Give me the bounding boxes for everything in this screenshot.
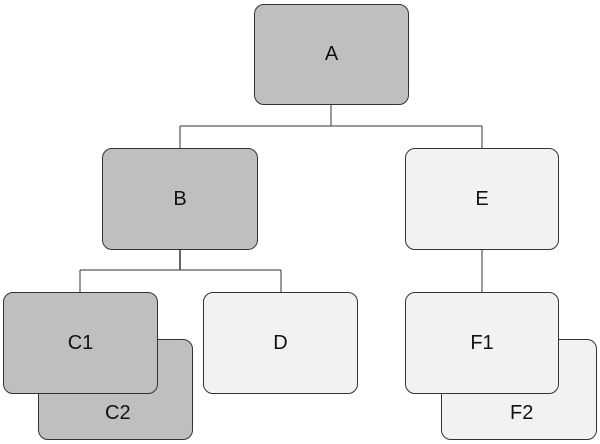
node-c1: C1	[3, 292, 158, 394]
node-a: A	[254, 4, 409, 105]
node-c2-label: C2	[105, 402, 131, 424]
node-d-label: D	[273, 331, 288, 354]
node-e-label: E	[475, 187, 489, 210]
node-f1-label: F1	[470, 331, 494, 354]
node-b-label: B	[173, 187, 187, 210]
node-d: D	[203, 292, 358, 394]
node-a-label: A	[324, 43, 339, 65]
node-b: B	[102, 148, 258, 250]
node-f2-label: F2	[510, 402, 534, 424]
node-e: E	[405, 148, 559, 250]
node-c1-label: C1	[67, 331, 94, 354]
node-f1: F1	[405, 292, 559, 394]
